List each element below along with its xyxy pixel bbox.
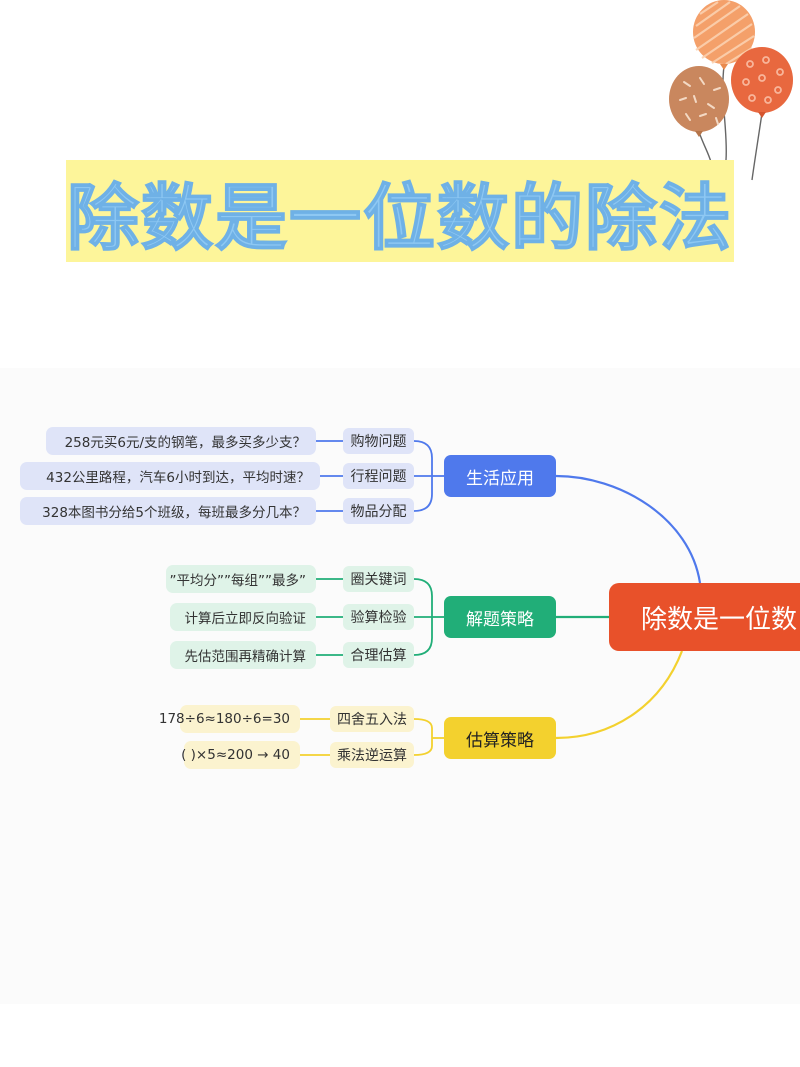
connector-root-life	[555, 474, 702, 584]
sub-travel: 行程问题	[343, 463, 414, 489]
sub-keywords: 圈关键词	[343, 566, 414, 592]
leaf-keywords-example: ”平均分””每组””最多”	[166, 565, 316, 593]
sub-allocation: 物品分配	[343, 498, 414, 524]
root-node: 除数是一位数	[609, 583, 800, 651]
red-dotted-balloon	[731, 47, 793, 118]
title-banner: 除数是一位数的除法	[66, 160, 734, 262]
orange-striped-balloon	[693, 0, 755, 70]
leaf-estimate-example: 先估范围再精确计算	[170, 641, 316, 669]
sub-rounding: 四舍五入法	[330, 706, 414, 732]
sub-inverse-multiplication: 乘法逆运算	[330, 742, 414, 768]
connector-lines	[300, 440, 702, 756]
leaf-shopping-example: 258元买6元/支的钢笔，最多买多少支？	[46, 427, 316, 455]
leaf-allocation-example: 328本图书分给5个班级，每班最多分几本？	[20, 497, 316, 525]
leaf-rounding-example: 178÷6≈180÷6=30	[159, 705, 300, 733]
branch-life-application: 生活应用	[444, 455, 556, 497]
leaf-travel-example: 432公里路程，汽车6小时到达，平均时速？	[20, 462, 320, 490]
connectors-strategy	[316, 578, 444, 656]
page-title: 除数是一位数的除法	[66, 175, 733, 261]
branch-solving-strategy: 解题策略	[444, 596, 556, 638]
sub-reasonable-estimate: 合理估算	[343, 642, 414, 668]
connectors-estimate	[300, 718, 444, 756]
leaf-verify-example: 计算后立即反向验证	[170, 603, 316, 631]
sub-shopping: 购物问题	[343, 428, 414, 454]
connectors-life	[316, 440, 444, 512]
balloons-decoration	[669, 0, 793, 181]
branch-estimation-strategy: 估算策略	[444, 717, 556, 759]
mind-map: 除数是一位数 生活应用 解题策略 估算策略 购物问题 行程问题 物品分配 258…	[0, 368, 800, 1004]
sub-verify: 验算检验	[343, 604, 414, 630]
connector-root-estimate	[555, 650, 684, 740]
leaf-inverse-example: ( )×5≈200 → 40	[181, 741, 300, 769]
brown-sprinkle-balloon	[669, 66, 729, 137]
